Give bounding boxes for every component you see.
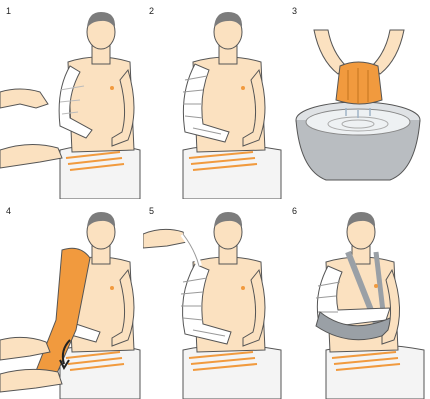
step-6-illustration	[286, 200, 429, 399]
step-1-illustration	[0, 0, 143, 199]
step-2-panel: 2	[143, 0, 286, 199]
step-4-illustration	[0, 200, 143, 399]
step-5-illustration	[143, 200, 286, 399]
step-3-illustration	[286, 0, 429, 199]
step-4-panel: 4	[0, 200, 143, 399]
step-5-panel: 5	[143, 200, 286, 399]
step-1-panel: 1	[0, 0, 143, 199]
step-2-illustration	[143, 0, 286, 199]
step-6-panel: 6	[286, 200, 429, 399]
step-3-panel: 3	[286, 0, 429, 199]
